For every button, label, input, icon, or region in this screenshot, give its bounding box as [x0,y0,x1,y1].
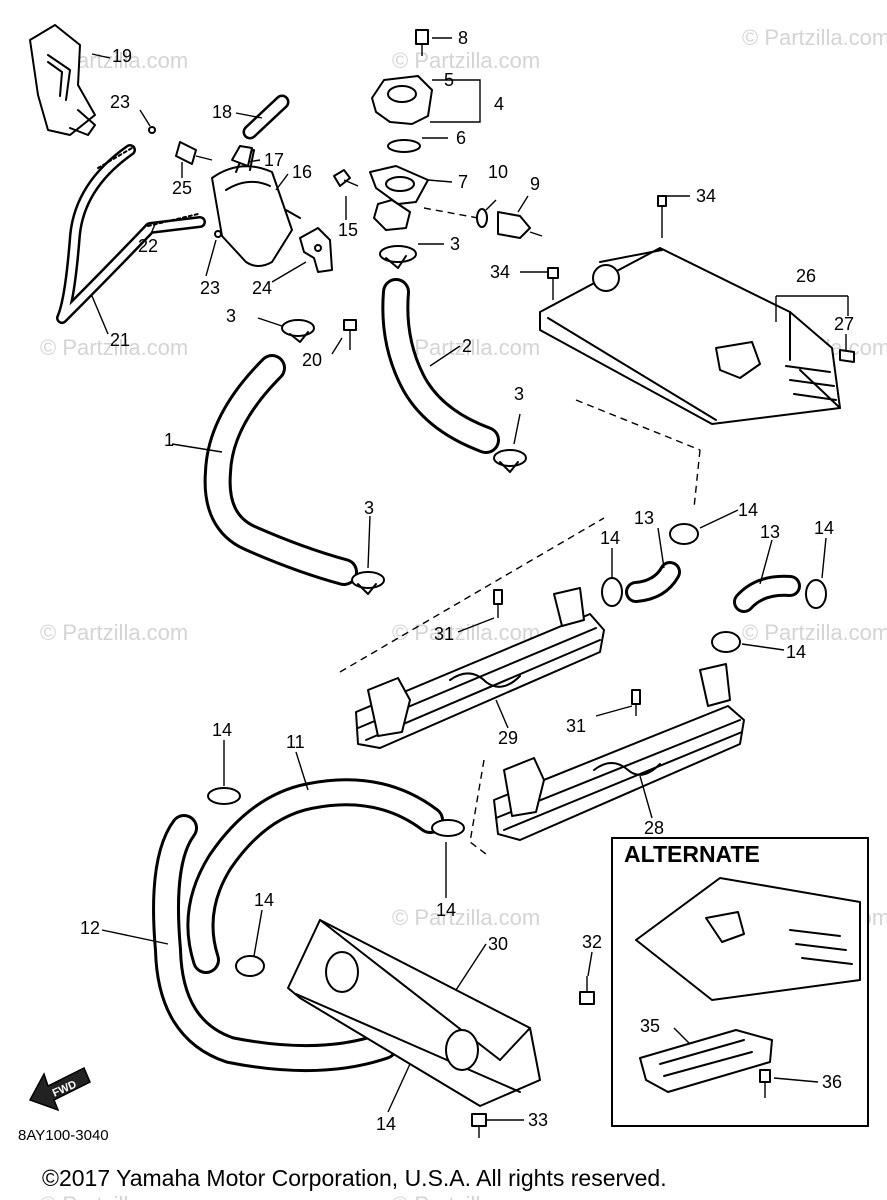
watermark: © Partzilla.com [742,25,887,50]
clamp [493,449,527,467]
watermark: © Partzilla.com [392,905,540,930]
callout-8: 8 [458,28,468,48]
callout-32: 32 [582,932,602,952]
watermark: © Partzilla.com [392,620,540,645]
clamp [351,571,385,589]
callout-19: 19 [112,46,132,66]
gasket-6 [387,139,421,153]
callout-20: 20 [302,350,322,370]
callout-14: 14 [254,890,274,910]
callout-4: 4 [494,94,504,114]
callout-12: 12 [80,918,100,938]
watermark: © Partzilla.com [392,1192,540,1200]
callout-17: 17 [264,150,284,170]
callout-27: 27 [834,314,854,334]
callout-28: 28 [644,818,664,838]
reservoir-cap-17 [231,145,253,167]
leader-lines [91,37,847,1121]
alternate-label: ALTERNATE [624,841,760,867]
radiator-core-29 [339,399,701,749]
clamp [281,319,315,337]
callout-labels: 19 23 18 17 16 25 22 23 24 21 3 20 15 8 … [80,28,854,1134]
watermark: © Partzilla.com [40,335,188,360]
radiator-30 [287,919,595,1138]
bracket-19 [29,24,96,136]
callout-14: 14 [376,1114,396,1134]
reservoir-tank-16 [211,165,293,267]
callout-3: 3 [226,306,236,326]
radiator-core-28 [469,663,745,855]
callout-9: 9 [530,174,540,194]
callout-23: 23 [200,278,220,298]
callout-1: 1 [164,430,174,450]
watermark: © Partzilla.com [40,1192,188,1200]
clamp [805,579,827,609]
callout-22: 22 [138,236,158,256]
reservoir-assembly [29,24,359,350]
callout-34: 34 [490,262,510,282]
washer-10 [476,208,488,228]
clamp [711,631,741,653]
callout-10: 10 [488,162,508,182]
clamp [669,523,699,545]
fwd-arrow-icon [28,1066,91,1112]
clamp [601,577,623,607]
callout-35: 35 [640,1016,660,1036]
callout-14: 14 [738,500,758,520]
callout-23: 23 [110,92,130,112]
fwd-label: FWD [51,1078,79,1099]
watermark: © Partzilla.com [40,620,188,645]
watermarks: © Partzilla.com © Partzilla.com © Partzi… [40,25,887,1200]
callout-18: 18 [212,102,232,122]
clamp [431,819,465,837]
callout-14: 14 [786,642,806,662]
clamp [235,955,265,977]
clamp [207,787,241,805]
callout-3: 3 [514,384,524,404]
callout-31: 31 [434,624,454,644]
watermark: © Partzilla.com [392,48,540,73]
callout-5: 5 [444,70,454,90]
hoses-13 [601,523,827,653]
watermark: © Partzilla.com [742,620,887,645]
callout-14: 14 [212,720,232,740]
callout-34: 34 [696,186,716,206]
callout-13: 13 [760,522,780,542]
callout-26: 26 [796,266,816,286]
callout-24: 24 [252,278,272,298]
callout-13: 13 [634,508,654,528]
filler-neck-assembly [369,29,543,269]
callout-7: 7 [458,172,468,192]
diagram-code: 8AY100-3040 [18,1127,109,1144]
callout-16: 16 [292,162,312,182]
callout-31: 31 [566,716,586,736]
hoses-upper [203,278,527,595]
callout-3: 3 [364,498,374,518]
callout-3: 3 [450,234,460,254]
radiator-panel-26 [539,195,855,425]
fitting-25 [175,141,197,165]
callout-15: 15 [338,220,358,240]
fwd-arrow: FWD [28,1066,91,1112]
callout-14: 14 [814,518,834,538]
callout-14: 14 [600,528,620,548]
copyright-notice: ©2017 Yamaha Motor Corporation, U.S.A. A… [42,1165,667,1191]
alternate-inset: ALTERNATE [611,837,869,1127]
clamp [379,245,417,263]
callout-30: 30 [488,934,508,954]
callout-2: 2 [462,336,472,356]
sensor-9 [497,211,531,239]
callout-6: 6 [456,128,466,148]
callout-29: 29 [498,728,518,748]
callout-36: 36 [822,1072,842,1092]
callout-21: 21 [110,330,130,350]
callout-11: 11 [286,732,305,752]
callout-14: 14 [436,900,456,920]
callout-25: 25 [172,178,192,198]
callout-33: 33 [528,1110,548,1130]
